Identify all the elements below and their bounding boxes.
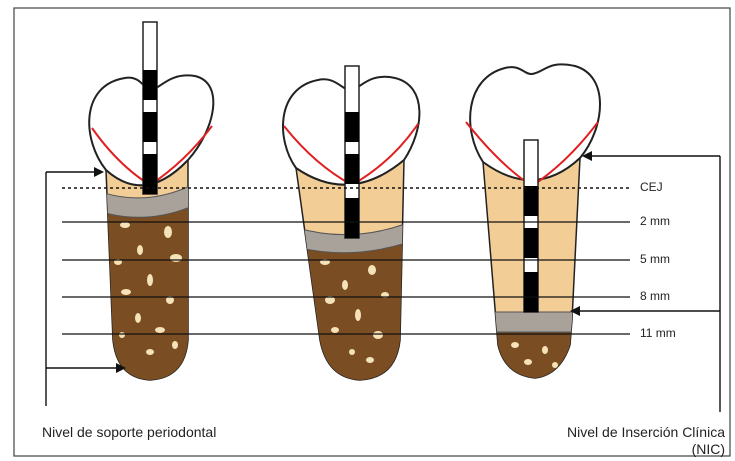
level-8mm-label: 8 mm: [640, 289, 670, 303]
tooth-3-probe: [524, 140, 538, 312]
tooth-3: [466, 64, 600, 400]
tooth-3-bone: [485, 330, 590, 400]
clinical-attachment-abbrev: (NIC): [692, 441, 725, 457]
tooth-1: [89, 22, 213, 400]
tooth-2: [283, 66, 420, 400]
level-11mm-label: 11 mm: [640, 326, 676, 340]
cej-label: CEJ: [640, 180, 663, 194]
level-5mm-label: 5 mm: [640, 252, 670, 266]
tooth-1-probe: [143, 22, 157, 194]
tooth-2-probe: [345, 66, 359, 238]
tooth-3-attachment: [485, 312, 590, 332]
periodontal-support-caption: Nivel de soporte periodontal: [42, 424, 216, 440]
level-2mm-label: 2 mm: [640, 214, 670, 228]
clinical-attachment-caption: Nivel de Inserción Clínica: [567, 424, 725, 440]
